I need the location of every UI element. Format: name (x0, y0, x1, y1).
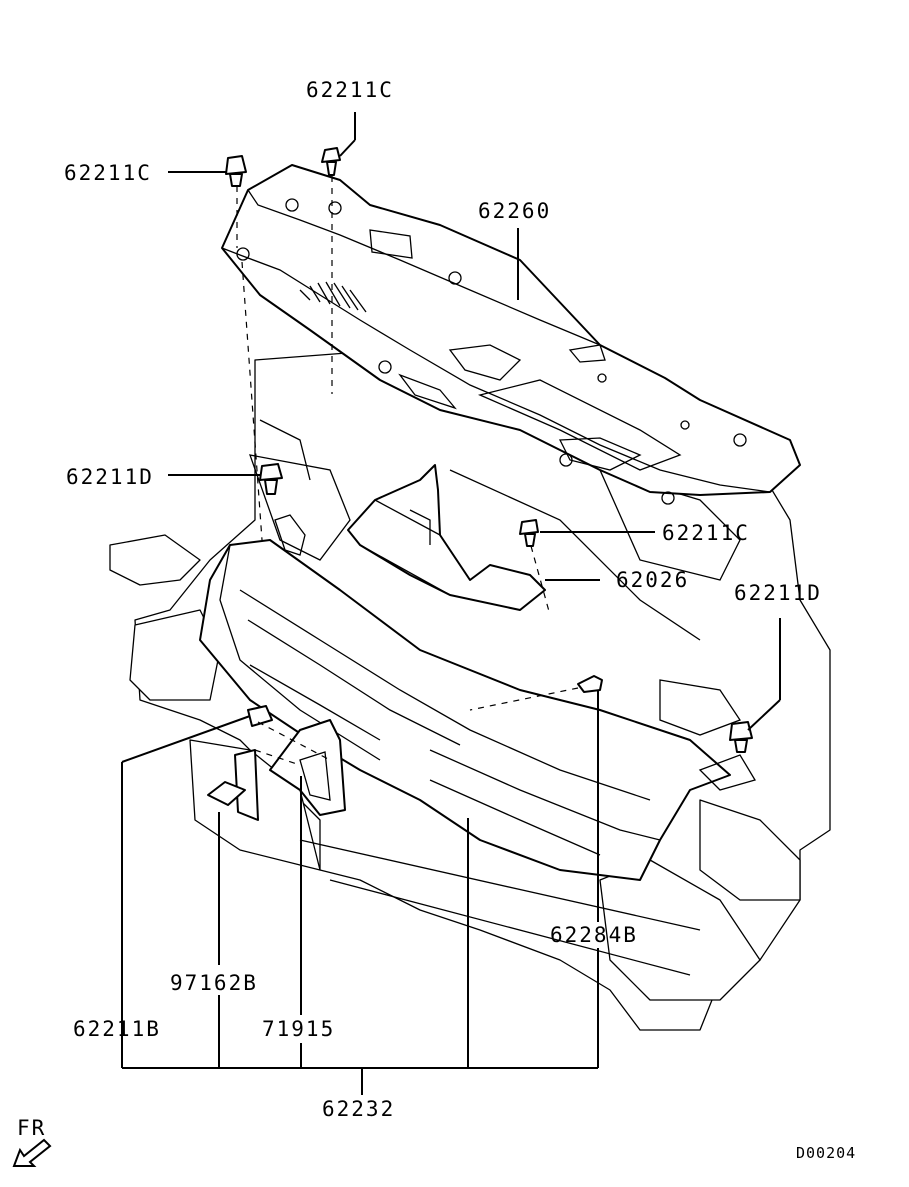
bracket-62026 (347, 464, 546, 611)
label-62260: 62260 (478, 199, 551, 223)
diagram-code: D00204 (796, 1144, 856, 1162)
label-62211D-right: 62211D (734, 581, 822, 605)
label-62211C-top: 62211C (306, 78, 394, 102)
clip-62211C-left (225, 155, 247, 187)
label-62026: 62026 (616, 568, 689, 592)
emblem-71915 (269, 719, 346, 816)
clip-62211D-right (729, 721, 753, 753)
clip-62211C-mid (519, 519, 539, 547)
label-62211C-mid: 62211C (662, 521, 750, 545)
label-62232: 62232 (322, 1097, 395, 1121)
clip-62211D-left (259, 463, 283, 495)
clip-62211B (247, 705, 273, 727)
label-62284B: 62284B (550, 923, 638, 947)
clip-62211C-top (321, 147, 341, 176)
label-sticker-97162B (207, 749, 259, 821)
screw-62284B (577, 675, 603, 693)
label-97162B: 97162B (170, 971, 258, 995)
label-62211C-left: 62211C (64, 161, 152, 185)
alignment-line (254, 749, 301, 766)
alignment-line (257, 721, 331, 761)
alignment-line (241, 261, 263, 541)
label-62211D-left: 62211D (66, 465, 154, 489)
front-direction-indicator: FR (12, 1116, 52, 1167)
arrow-icon (12, 1138, 52, 1167)
radiator-cover-62260 (221, 164, 801, 505)
label-62211B: 62211B (73, 1017, 161, 1041)
leader-lines (121, 112, 781, 1095)
label-71915: 71915 (262, 1017, 335, 1041)
fr-label: FR (17, 1116, 46, 1140)
